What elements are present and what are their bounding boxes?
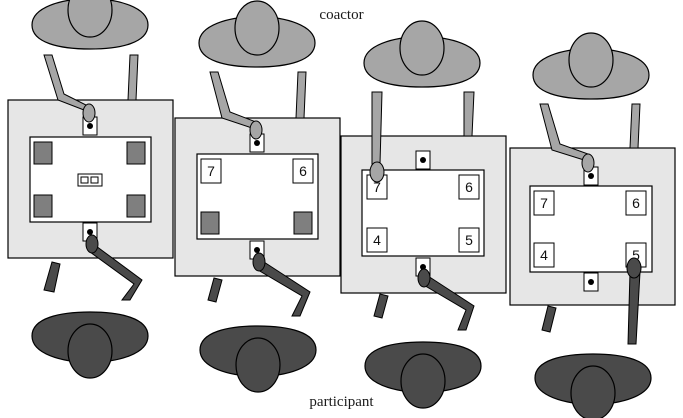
svg-text:7: 7 <box>373 179 381 195</box>
coactor-label: coactor <box>319 7 364 23</box>
svg-text:6: 6 <box>299 163 307 179</box>
card-top-right: 6 <box>292 158 314 184</box>
participant-hand <box>417 268 431 288</box>
coactor-arm <box>127 54 139 101</box>
participant-label: participant <box>309 394 374 410</box>
svg-text:4: 4 <box>373 232 381 248</box>
card-face-down <box>293 211 313 235</box>
participant-arm <box>373 293 389 319</box>
panel-1 <box>7 0 174 379</box>
coactor-arm <box>629 103 641 149</box>
coactor-home-button <box>415 150 431 170</box>
svg-text:7: 7 <box>540 195 548 211</box>
participant-figure <box>199 325 317 393</box>
card-bottom-left: 4 <box>366 227 388 253</box>
coactor-arm <box>295 71 307 119</box>
coactor-hand <box>581 153 595 173</box>
coactor-figure <box>532 32 650 100</box>
svg-text:6: 6 <box>465 179 473 195</box>
svg-text:6: 6 <box>632 195 640 211</box>
svg-text:5: 5 <box>465 232 473 248</box>
participant-hand <box>626 257 642 279</box>
card-top-left: 7 <box>200 158 222 184</box>
coactor-hand <box>369 161 385 183</box>
svg-text:5: 5 <box>632 247 640 263</box>
coactor-figure <box>198 0 316 68</box>
coactor-hand <box>249 120 263 140</box>
card-face-down <box>33 194 53 218</box>
participant-figure <box>31 311 149 379</box>
card-face-down <box>33 141 53 165</box>
participant-home-button <box>583 272 599 292</box>
card-top-right: 6 <box>458 174 480 200</box>
card-bottom-right: 5 <box>458 227 480 253</box>
panel-3: 7 6 4 5 <box>340 20 507 409</box>
card-top-left: 7 <box>366 174 388 200</box>
svg-text:4: 4 <box>540 247 548 263</box>
participant-arm <box>541 305 557 333</box>
coactor-figure <box>363 20 481 88</box>
card-face-down <box>200 211 220 235</box>
participant-arm <box>207 277 223 303</box>
panel-4: 7 6 4 5 <box>509 32 676 418</box>
card-top-left: 7 <box>533 190 555 216</box>
center-item <box>77 173 103 187</box>
participant-arm <box>627 271 641 345</box>
card-face-down <box>126 141 146 165</box>
coactor-arm <box>371 91 383 165</box>
card-top-right: 6 <box>625 190 647 216</box>
coactor-figure <box>31 0 149 50</box>
participant-hand <box>85 234 99 254</box>
participant-hand <box>252 252 266 272</box>
coactor-hand <box>82 103 96 123</box>
svg-text:7: 7 <box>207 163 215 179</box>
participant-figure <box>534 353 652 418</box>
card-face-down <box>126 194 146 218</box>
participant-arm <box>43 261 61 293</box>
panel-2: 7 6 <box>174 0 341 393</box>
coactor-arm <box>463 91 475 137</box>
card-bottom-left: 4 <box>533 242 555 268</box>
participant-figure <box>364 341 482 409</box>
